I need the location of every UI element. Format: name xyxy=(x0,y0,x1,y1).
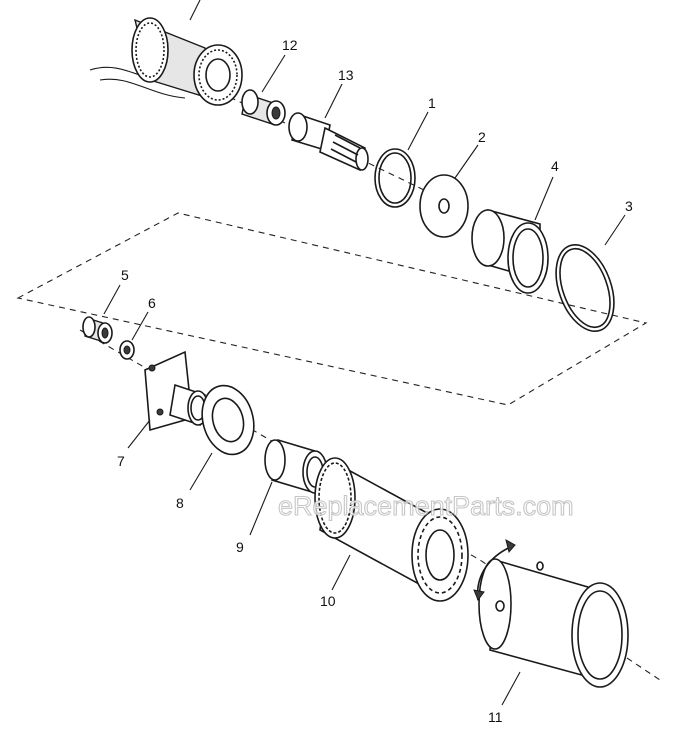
callout-11: 11 xyxy=(488,709,503,725)
part-11-outer-sleeve xyxy=(473,539,629,706)
callout-6: 6 xyxy=(148,295,156,311)
callout-13: 13 xyxy=(338,67,354,83)
part-2-thrust-washer xyxy=(419,144,479,238)
part-8-washer xyxy=(189,384,255,491)
part-1-snap-ring xyxy=(374,111,429,208)
part-7-flanged-carrier xyxy=(127,350,209,449)
callout-12: 12 xyxy=(282,37,298,53)
part-6-small-bushing xyxy=(119,311,149,360)
part-12-needle-bearing xyxy=(241,54,286,126)
callout-1: 1 xyxy=(428,95,436,111)
callout-3: 3 xyxy=(625,198,633,214)
part-5-needle-bearing xyxy=(82,284,121,344)
callout-10: 10 xyxy=(320,593,336,609)
part-10-spline-drum xyxy=(314,457,469,602)
sub-assembly-boundary xyxy=(16,212,648,406)
part-13-splined-shaft xyxy=(288,83,369,172)
watermark-text: eReplacementParts.com xyxy=(278,491,574,521)
part-3-o-ring xyxy=(555,214,626,333)
callout-9: 9 xyxy=(236,539,244,555)
top-gear-hub xyxy=(89,0,243,106)
part-4-sleeve xyxy=(471,176,554,294)
callout-2: 2 xyxy=(478,129,486,145)
callout-5: 5 xyxy=(121,267,129,283)
callout-8: 8 xyxy=(176,495,184,511)
callout-7: 7 xyxy=(117,453,125,469)
callout-4: 4 xyxy=(551,158,559,174)
